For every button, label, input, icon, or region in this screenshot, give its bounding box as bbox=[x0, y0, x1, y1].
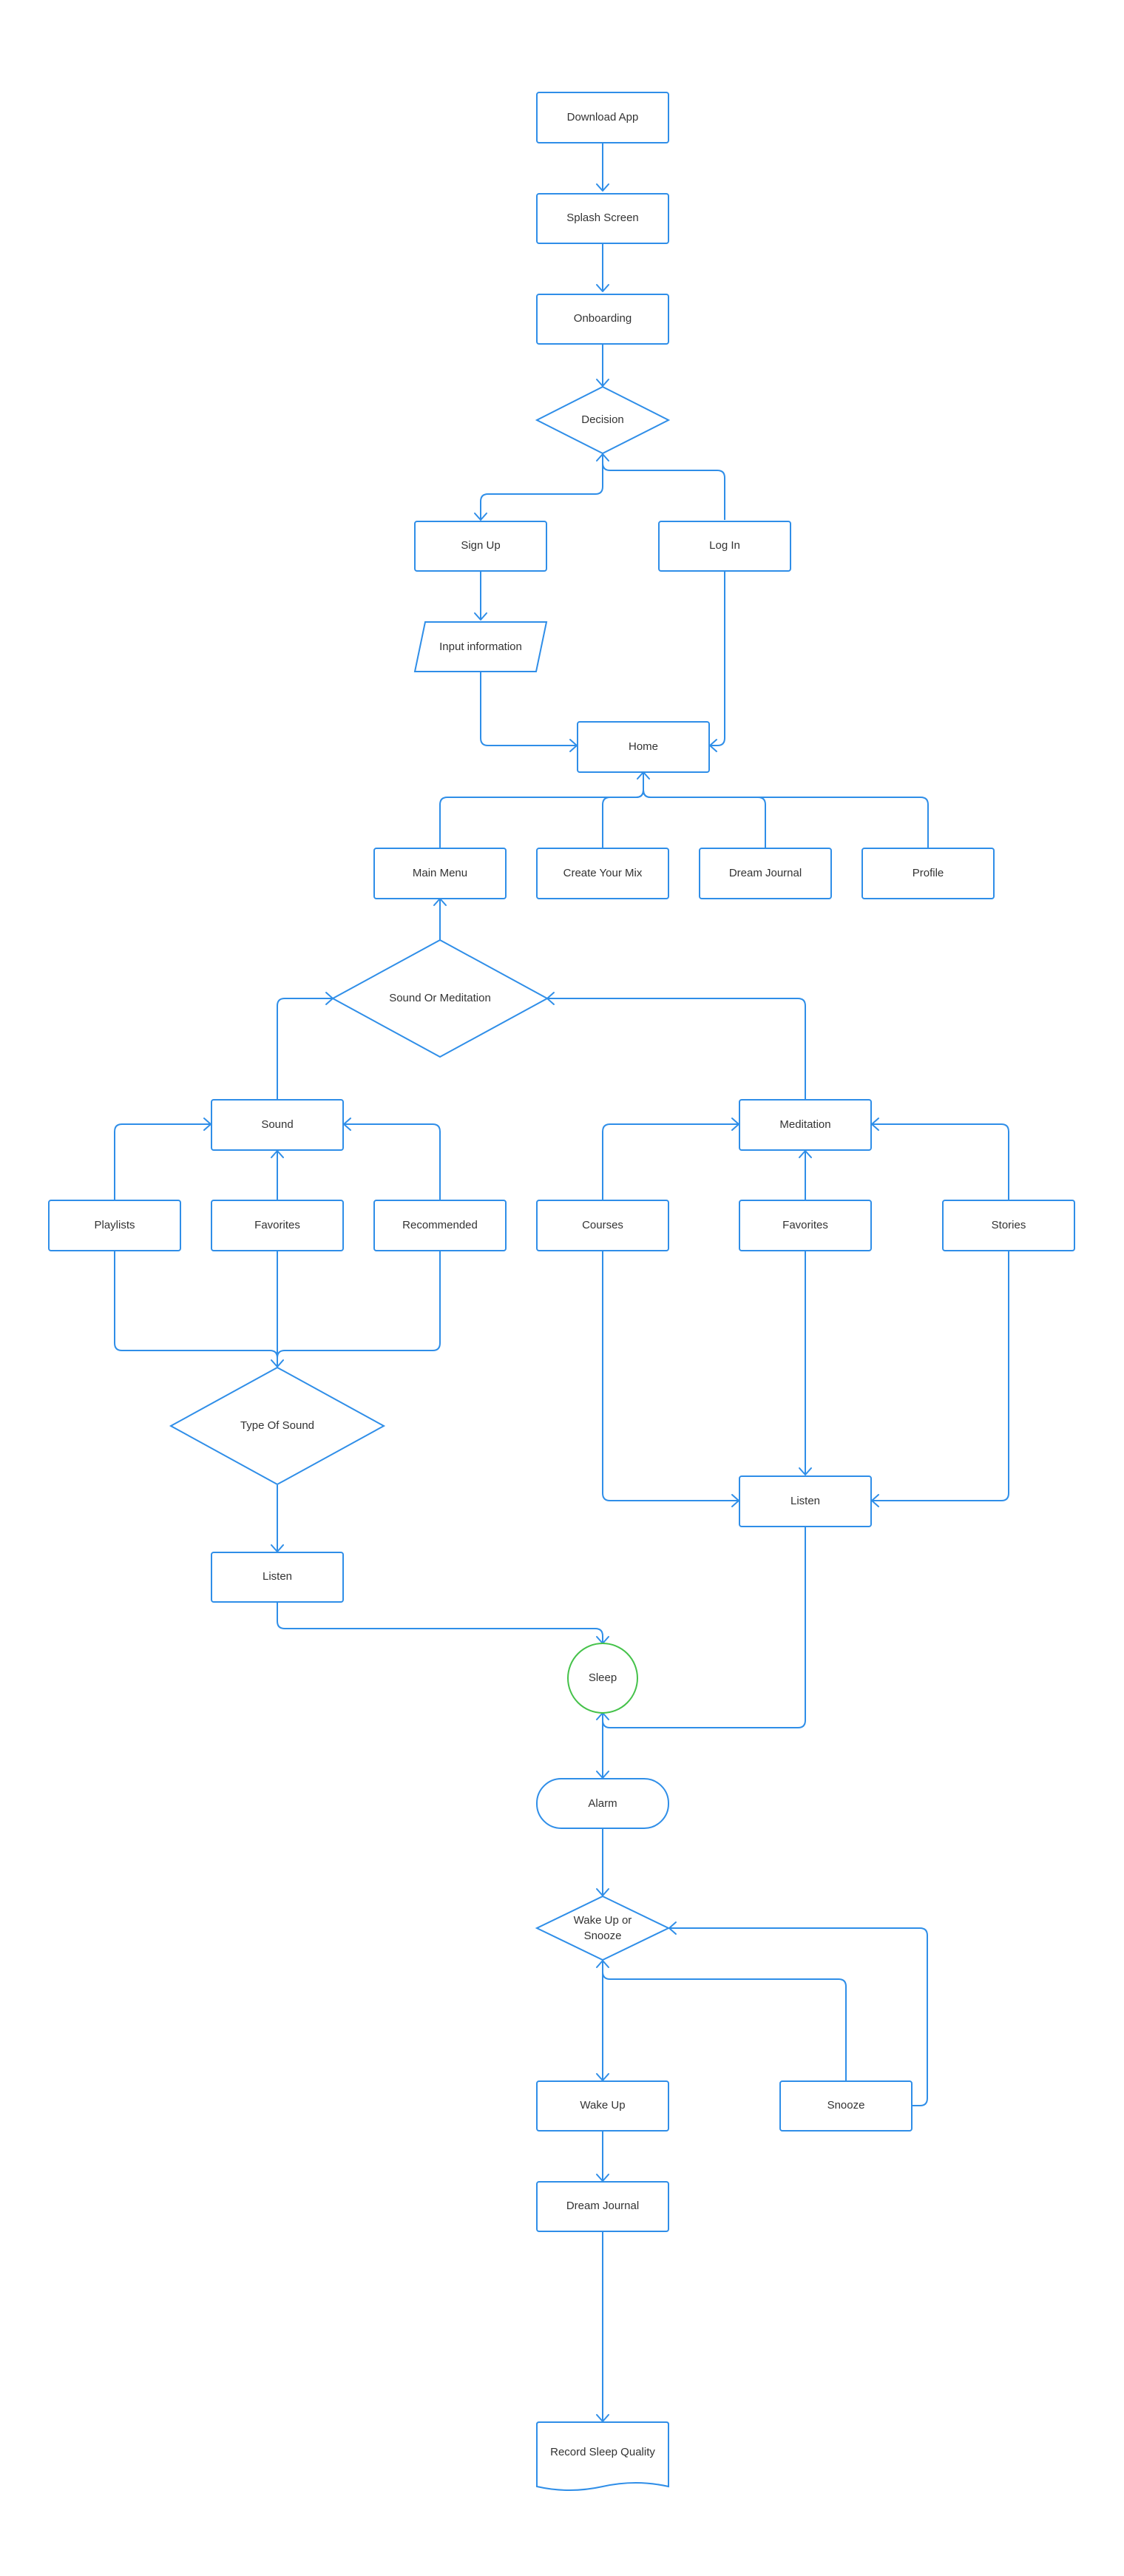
node-listen-meditation[interactable]: Listen bbox=[739, 1475, 872, 1527]
connector-sound-decision bbox=[277, 998, 333, 1099]
node-alarm[interactable]: Alarm bbox=[536, 1778, 669, 1829]
node-label: Profile bbox=[913, 867, 944, 879]
node-decision[interactable]: Decision bbox=[535, 385, 671, 455]
connector-stories-listen bbox=[872, 1251, 1009, 1501]
node-label: Wake Up or bbox=[574, 1914, 632, 1927]
node-log-in[interactable]: Log In bbox=[658, 521, 791, 572]
node-label: Input information bbox=[439, 640, 522, 653]
node-label: Onboarding bbox=[574, 312, 632, 325]
connector-playlists-sound bbox=[114, 1123, 211, 1200]
node-meditation[interactable]: Meditation bbox=[739, 1099, 872, 1151]
node-label: Meditation bbox=[779, 1118, 830, 1131]
connector-input-home bbox=[480, 672, 577, 746]
node-favorites-sound[interactable]: Favorites bbox=[211, 1200, 344, 1251]
connector-listenmed-sleep bbox=[602, 1527, 806, 1728]
connector-home-createmix bbox=[602, 772, 644, 848]
node-label: Recommended bbox=[402, 1219, 478, 1231]
arrow-head-down-icon bbox=[474, 612, 487, 621]
connector-meditation-decision bbox=[547, 998, 806, 1099]
node-onboarding[interactable]: Onboarding bbox=[536, 294, 669, 345]
node-sound[interactable]: Sound bbox=[211, 1099, 344, 1151]
node-label: Log In bbox=[709, 539, 740, 552]
connector-snooze-wakedecision bbox=[602, 1961, 847, 2080]
node-recommended[interactable]: Recommended bbox=[373, 1200, 507, 1251]
node-dream-journal-bottom[interactable]: Dream Journal bbox=[536, 2181, 669, 2232]
node-label: Wake Up bbox=[580, 2099, 625, 2112]
connector-courses-meditation bbox=[602, 1123, 739, 1200]
connectors bbox=[114, 143, 1009, 2421]
node-stories[interactable]: Stories bbox=[942, 1200, 1075, 1251]
node-label: Snooze bbox=[827, 2099, 865, 2112]
node-label: Favorites bbox=[254, 1219, 300, 1231]
node-sound-or-meditation[interactable]: Sound Or Meditation bbox=[331, 939, 549, 1058]
node-playlists[interactable]: Playlists bbox=[48, 1200, 181, 1251]
node-courses[interactable]: Courses bbox=[536, 1200, 669, 1251]
arrow-head-down-icon bbox=[799, 1467, 812, 1475]
connector-recommended-typeofsound bbox=[277, 1251, 441, 1359]
node-label: Create Your Mix bbox=[563, 867, 643, 879]
connector-login-home bbox=[710, 571, 725, 746]
node-label: Playlists bbox=[94, 1219, 135, 1231]
node-label: Main Menu bbox=[413, 867, 467, 879]
node-label: Record Sleep Quality bbox=[550, 2446, 655, 2458]
node-label: Splash Screen bbox=[566, 212, 639, 224]
connector-snooze-loop bbox=[669, 1927, 928, 2106]
node-label: Stories bbox=[992, 1219, 1026, 1231]
node-label: Alarm bbox=[588, 1797, 617, 1810]
connector-listen-sleep bbox=[277, 1602, 603, 1643]
node-label: Listen bbox=[790, 1495, 820, 1507]
node-label: Courses bbox=[582, 1219, 623, 1231]
node-wake-up-or-snooze[interactable]: Wake Up or Snooze bbox=[535, 1895, 671, 1961]
node-create-your-mix[interactable]: Create Your Mix bbox=[536, 848, 669, 899]
connector-recommended-sound bbox=[344, 1123, 441, 1200]
node-sleep[interactable]: Sleep bbox=[567, 1643, 638, 1714]
node-profile[interactable]: Profile bbox=[861, 848, 995, 899]
node-label: Listen bbox=[263, 1570, 292, 1583]
arrow-head-down-icon bbox=[596, 284, 609, 292]
connector-decision-signup bbox=[480, 454, 603, 520]
node-label: Sleep bbox=[589, 1671, 617, 1684]
arrow-head-down-icon bbox=[474, 513, 487, 521]
node-label: Sign Up bbox=[461, 539, 500, 552]
node-label: Favorites bbox=[782, 1219, 828, 1231]
node-favorites-meditation[interactable]: Favorites bbox=[739, 1200, 872, 1251]
node-wake-up[interactable]: Wake Up bbox=[536, 2080, 669, 2132]
node-main-menu[interactable]: Main Menu bbox=[373, 848, 507, 899]
connector-playlists-typeofsound bbox=[114, 1251, 278, 1367]
node-label: Sound Or Meditation bbox=[389, 992, 491, 1004]
node-splash-screen[interactable]: Splash Screen bbox=[536, 193, 669, 244]
node-snooze[interactable]: Snooze bbox=[779, 2080, 913, 2132]
connector-home-mainmenu bbox=[439, 772, 644, 848]
node-label: Home bbox=[629, 740, 658, 753]
node-label: Decision bbox=[581, 413, 624, 426]
node-label: Snooze bbox=[584, 1930, 622, 1942]
node-type-of-sound[interactable]: Type Of Sound bbox=[169, 1366, 386, 1486]
node-label: Dream Journal bbox=[729, 867, 802, 879]
node-sign-up[interactable]: Sign Up bbox=[414, 521, 547, 572]
node-label: Download App bbox=[567, 111, 639, 124]
connector-courses-listen bbox=[602, 1251, 739, 1501]
arrow-head-down-icon bbox=[596, 183, 609, 192]
node-home[interactable]: Home bbox=[577, 721, 710, 773]
node-label: Dream Journal bbox=[566, 2200, 639, 2212]
node-record-sleep-quality[interactable]: Record Sleep Quality bbox=[536, 2421, 669, 2491]
node-input-information[interactable]: Input information bbox=[413, 621, 548, 672]
node-listen-sound[interactable]: Listen bbox=[211, 1552, 344, 1603]
connector-login-decision bbox=[602, 454, 725, 520]
connector-home-profile bbox=[643, 772, 929, 848]
connector-stories-meditation bbox=[872, 1123, 1009, 1200]
node-label: Sound bbox=[261, 1118, 293, 1131]
node-dream-journal-top[interactable]: Dream Journal bbox=[699, 848, 832, 899]
node-download-app[interactable]: Download App bbox=[536, 92, 669, 143]
node-label: Type Of Sound bbox=[240, 1419, 314, 1432]
connector-home-dreamjournal bbox=[643, 772, 766, 848]
